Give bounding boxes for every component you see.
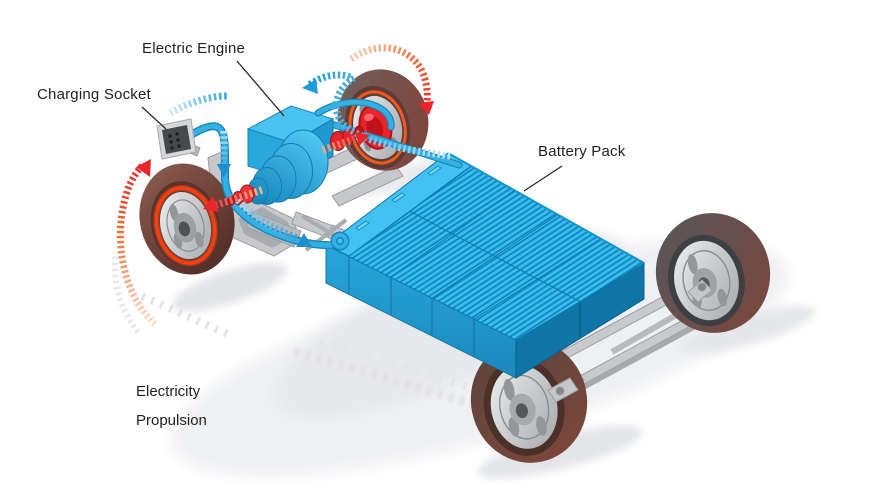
electricity-flow-arrows xyxy=(168,71,451,247)
arrowhead-front-right-rotation xyxy=(418,101,434,115)
rear-suspension-arms xyxy=(547,279,713,403)
arrowhead-front-left-rotation xyxy=(136,159,151,177)
front-left-wheel xyxy=(139,163,235,275)
propulsion-dash-swatch xyxy=(76,415,126,426)
legend-label-propulsion: Propulsion xyxy=(136,412,207,429)
charging-socket-label: Charging Socket xyxy=(37,86,151,103)
electric-engine-label: Electric Engine xyxy=(142,40,246,57)
wheel-hub xyxy=(515,403,528,419)
leader-battery-pack xyxy=(523,165,563,192)
leader-electric-engine xyxy=(236,60,285,117)
propulsion-arrows xyxy=(116,44,434,327)
charging-socket-graphic xyxy=(156,118,201,160)
arrowhead-to-battery xyxy=(296,233,312,247)
leader-charging-socket xyxy=(141,106,167,130)
battery-pack-graphic xyxy=(325,152,645,379)
socket-pins xyxy=(168,132,181,150)
motor-cylinder xyxy=(247,129,329,205)
engine-hub-pipe xyxy=(314,98,395,131)
battery-pack-label: Battery Pack xyxy=(538,143,626,160)
leader-lines xyxy=(141,60,563,192)
legend-item-propulsion: Propulsion xyxy=(75,410,207,431)
wheel-hub xyxy=(178,221,190,237)
legend: Electricity Propulsion xyxy=(75,381,207,439)
arrowhead-down xyxy=(217,164,231,178)
rear-right-wheel xyxy=(655,213,771,333)
arrowhead-right-axle xyxy=(355,132,370,146)
legend-label-electricity: Electricity xyxy=(136,383,201,400)
electricity-dash-swatch xyxy=(76,386,126,397)
electric-engine-graphic xyxy=(227,105,364,206)
arrowhead-left-axle xyxy=(203,196,219,212)
arrowhead-to-engine xyxy=(302,79,318,94)
legend-item-electricity: Electricity xyxy=(75,381,207,402)
